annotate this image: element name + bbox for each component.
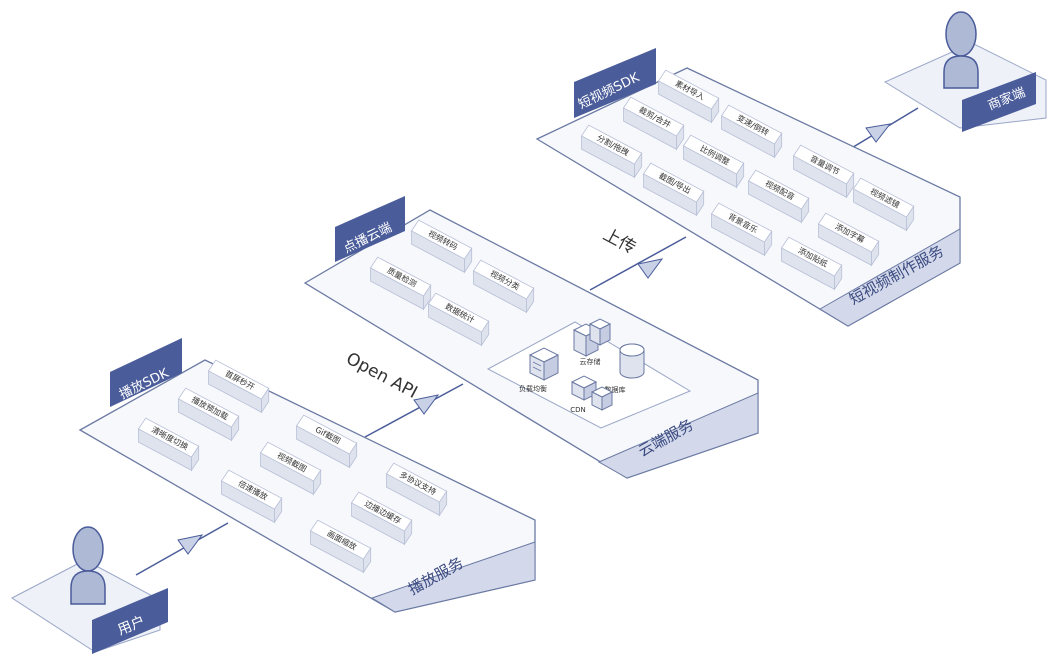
short-video-item-front	[623, 107, 677, 150]
merchant-tag	[962, 72, 1036, 132]
player-footer	[370, 541, 536, 613]
short-video-item-front	[643, 173, 697, 216]
short-video-item: 添加字幕	[817, 212, 880, 267]
short-video-item: 视频配音	[747, 169, 810, 224]
cdn-icon	[570, 375, 614, 411]
player-item-front	[208, 370, 262, 413]
load-balancer-icon	[528, 347, 560, 381]
short-video-item-front	[581, 135, 635, 178]
cloud-storage-label: 云存储	[580, 357, 601, 366]
player-item-front	[138, 428, 192, 471]
short-video-item-front	[683, 145, 737, 188]
cloud-item-front	[411, 230, 465, 273]
player-item-front	[260, 452, 314, 495]
upload-label: 上传	[600, 225, 639, 259]
player-item-front	[296, 425, 350, 468]
connectors	[135, 107, 919, 576]
short-video-item-front	[793, 155, 847, 198]
short-video-item-front	[711, 213, 765, 256]
short-video-item: 视频滤镜	[852, 177, 915, 232]
connector-arrow-user	[177, 534, 204, 555]
short-video-item-front	[853, 188, 907, 231]
cloud-item-front	[370, 267, 424, 310]
cloud-tab	[335, 196, 405, 262]
connector-arrow-merchant	[865, 123, 892, 143]
player-item-front	[351, 502, 405, 545]
cloud-infra-area	[486, 321, 692, 429]
player-item: Gif截图	[295, 414, 358, 469]
short-video-item-front	[748, 180, 802, 223]
cloud-item: 质量检测	[369, 256, 432, 311]
player-item-front	[178, 398, 232, 441]
connector-player-to-user	[135, 522, 229, 576]
cloud-item: 视频转码	[410, 219, 473, 274]
cloud-item-front	[473, 270, 527, 313]
connector-open-api	[364, 383, 464, 438]
short-video-item: 分割/拖拽	[580, 124, 643, 179]
player-item: 画面缩放	[309, 519, 372, 574]
cloud-item-front	[428, 303, 482, 346]
cloud-infra: 云存储 负载均衡 数据库 CDN	[519, 318, 645, 414]
cloud-footer	[597, 392, 759, 479]
short-video-item-front	[721, 115, 775, 158]
player-tab	[110, 338, 182, 407]
player-item-front	[221, 480, 275, 523]
player-item: 倍速播放	[220, 469, 283, 524]
cloud-panel: 点播云端 云端服务	[303, 196, 759, 479]
user-tag	[92, 588, 168, 654]
short-video-item: 变速/倒转	[720, 104, 783, 159]
short-video-footer	[819, 228, 961, 327]
connector-arrow-open-api	[413, 394, 440, 415]
cloud-storage-icon	[572, 318, 612, 357]
cloud-item: 视频分类	[472, 259, 535, 314]
merchant-actor: 商家端	[883, 11, 1047, 132]
short-video-tab	[574, 48, 656, 118]
load-balancer-label: 负载均衡	[519, 384, 547, 393]
user-actor: 用户	[11, 526, 168, 654]
player-item-front	[310, 530, 364, 573]
player-item-front	[386, 473, 440, 516]
open-api-label: Open API	[343, 349, 421, 403]
connector-arrow-upload	[637, 258, 664, 279]
database-label: 数据库	[605, 385, 626, 394]
database-icon	[619, 343, 645, 379]
short-video-item: 比例调整	[682, 134, 745, 189]
feature-boxes: 素材导入裁剪/合并变速/倒转分割/拖拽比例调整音量调节截图/导出视频滤镜视频配音…	[137, 69, 915, 574]
player-item: 多协议支持	[385, 462, 448, 517]
short-video-item-front	[658, 80, 712, 123]
user-person-icon	[70, 526, 106, 605]
short-video-item-front	[818, 223, 872, 266]
merchant-person-icon	[943, 11, 979, 89]
short-video-item-front	[781, 247, 835, 290]
cdn-label: CDN	[570, 406, 586, 414]
